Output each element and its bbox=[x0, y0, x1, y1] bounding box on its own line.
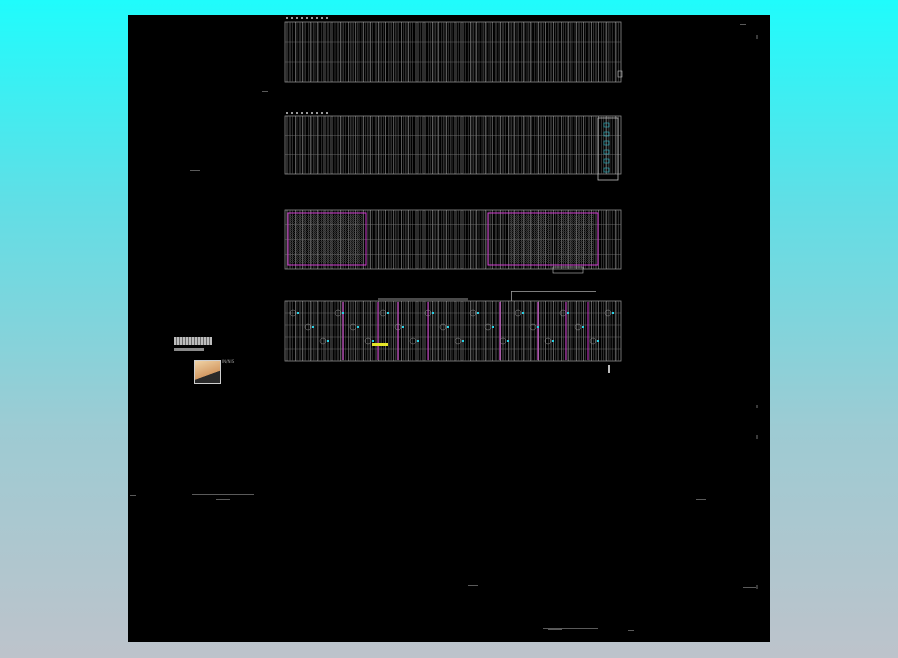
annotation-mark bbox=[262, 91, 268, 92]
floor-plan-2 bbox=[284, 112, 622, 181]
legend-swatch bbox=[194, 360, 221, 384]
floor-plan-1 bbox=[284, 17, 623, 83]
annotation-mark bbox=[743, 587, 757, 588]
margin-tick bbox=[756, 405, 758, 408]
legend-title-block bbox=[174, 337, 212, 345]
annotation-mark bbox=[190, 170, 200, 171]
floor-plan-4 bbox=[284, 291, 622, 373]
annotation-mark bbox=[740, 24, 746, 25]
title-block-line bbox=[543, 628, 598, 629]
margin-tick bbox=[756, 585, 758, 589]
annotation-mark bbox=[216, 499, 230, 500]
annotation-mark bbox=[548, 629, 562, 630]
annotation-mark bbox=[468, 585, 478, 586]
legend-note: IN/NIS bbox=[222, 359, 235, 364]
margin-tick bbox=[756, 35, 758, 39]
floor-plan-3 bbox=[284, 209, 622, 274]
annotation-mark bbox=[696, 499, 706, 500]
cad-viewport[interactable]: IN/NIS bbox=[128, 15, 770, 642]
drawing-sheet: IN/NIS bbox=[128, 15, 770, 642]
margin-tick bbox=[756, 435, 758, 439]
annotation-mark bbox=[628, 630, 634, 631]
floor-plans-svg bbox=[130, 17, 757, 631]
section-line bbox=[192, 494, 254, 495]
annotation-mark bbox=[130, 495, 136, 496]
legend-subtitle-line bbox=[174, 348, 204, 351]
